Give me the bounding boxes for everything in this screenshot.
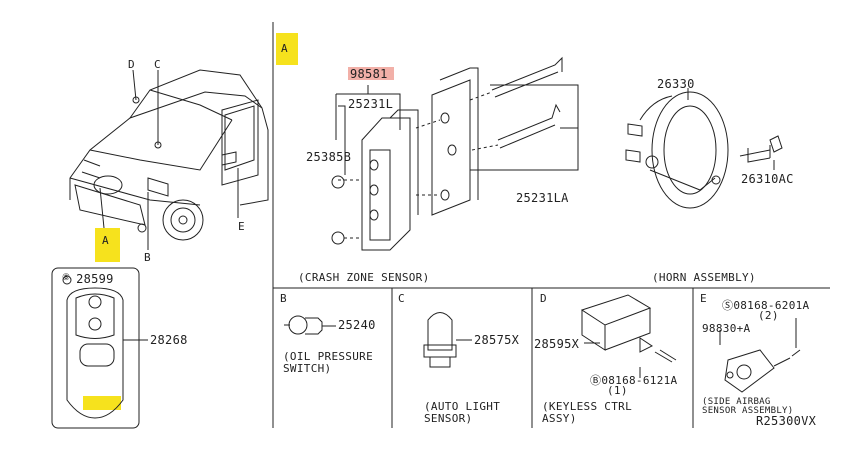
part-98830a: 98830+A	[702, 322, 751, 335]
part-28268: 28268	[150, 333, 188, 347]
auto-light-sensor-illustration	[423, 312, 472, 368]
part-26310ac: 26310AC	[741, 172, 794, 186]
highlight-section-a	[276, 33, 298, 65]
horn-assembly-illustration	[625, 88, 783, 209]
keyfob-frame	[51, 267, 140, 429]
callout-a: A	[102, 234, 109, 247]
callout-e: E	[238, 220, 245, 233]
section-c-tag: C	[398, 292, 405, 305]
part-25231la: 25231LA	[516, 191, 569, 205]
part-25240: 25240	[338, 318, 376, 332]
caption-crash-zone-sensor: (CRASH ZONE SENSOR)	[298, 271, 430, 284]
caption-side-airbag-1: (SIDE AIRBAG	[702, 397, 771, 407]
part-28595x: 28595X	[534, 337, 580, 351]
leader-d	[132, 69, 137, 101]
highlight-keyfob-part	[83, 396, 121, 410]
part-25385b: 25385B	[306, 150, 352, 164]
bolt-08168-6201a: Ⓢ08168-6201A	[722, 299, 810, 312]
caption-oil-pressure-1: (OIL PRESSURE	[283, 350, 373, 363]
section-d-tag: D	[540, 292, 547, 305]
oil-pressure-switch-illustration	[284, 315, 336, 335]
highlight-part-98581	[348, 67, 394, 80]
part-28599: 28599	[76, 272, 114, 286]
keyfob-illustration	[62, 275, 148, 419]
caption-auto-light-2: SENSOR)	[424, 412, 473, 425]
diagram-id: R25300VX	[756, 414, 817, 428]
part-28575x: 28575X	[474, 333, 520, 347]
callout-d: D	[128, 58, 135, 71]
caption-oil-pressure-2: SWITCH)	[283, 362, 332, 375]
symbol-s: ⑧	[62, 273, 71, 283]
caption-keyless-2: ASSY)	[542, 412, 577, 425]
bolt-08168-6121a: Ⓑ08168-6121A	[590, 374, 678, 387]
caption-horn-assembly: (HORN ASSEMBLY)	[652, 271, 756, 284]
truck-illustration	[69, 69, 269, 250]
part-26330: 26330	[657, 77, 695, 91]
crash-zone-sensor-illustration	[331, 56, 579, 251]
section-e-tag: E	[700, 292, 707, 305]
callout-c: C	[154, 58, 161, 71]
leader-a	[99, 187, 105, 229]
highlight-overview-a	[95, 228, 120, 262]
caption-auto-light-1: (AUTO LIGHT	[424, 400, 501, 413]
keyless-ctrl-illustration	[580, 294, 677, 378]
side-airbag-sensor-illustration	[719, 318, 801, 393]
qty-d: (1)	[607, 384, 628, 397]
caption-side-airbag-2: SENSOR ASSEMBLY)	[702, 406, 794, 416]
part-25231l: 25231L	[348, 97, 394, 111]
section-b-tag: B	[280, 292, 287, 305]
part-98581: 98581	[350, 67, 388, 81]
callout-b: B	[144, 251, 151, 264]
qty-e: (2)	[758, 309, 779, 322]
section-a-tag: A	[281, 42, 288, 55]
caption-keyless-1: (KEYLESS CTRL	[542, 400, 632, 413]
